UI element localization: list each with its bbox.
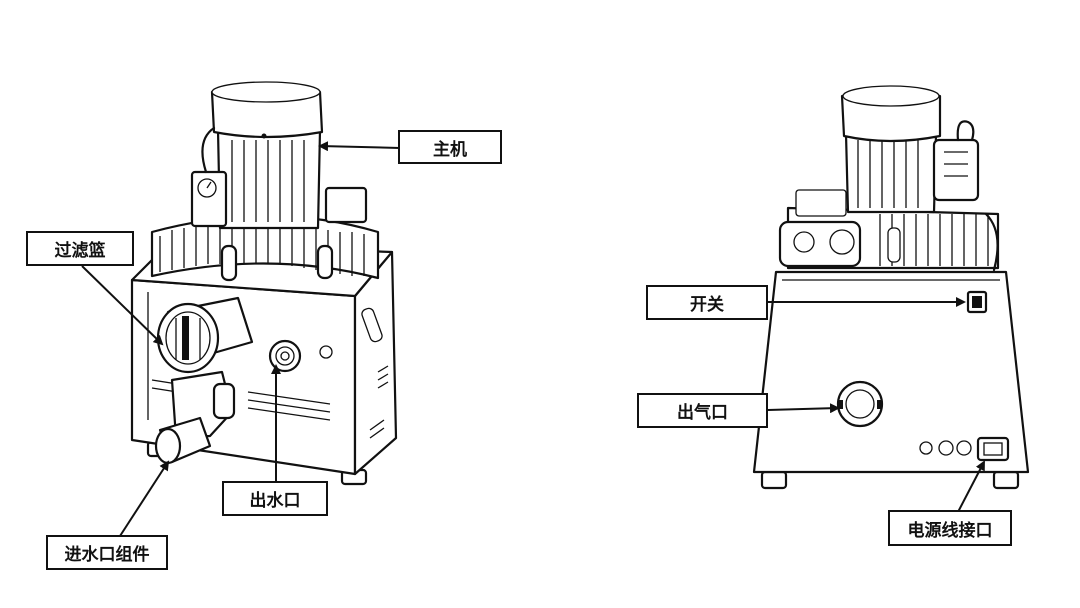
arrow-inlet (119, 460, 170, 537)
label-water-outlet: 出水口 (222, 481, 328, 516)
label-inlet-assembly-text: 进水口组件 (64, 545, 150, 565)
label-inlet-assembly: 进水口组件 (46, 535, 168, 570)
arrow-filter-basket (81, 265, 164, 346)
label-power-socket: 电源线接口 (888, 510, 1012, 546)
label-air-outlet: 出气口 (637, 393, 768, 428)
label-switch-text: 开关 (690, 295, 724, 315)
arrow-power-socket (957, 460, 985, 513)
arrow-air-outlet (767, 403, 840, 414)
label-filter-basket-text: 过滤篮 (54, 241, 106, 261)
rear-view-machine (752, 85, 1030, 490)
label-power-socket-text: 电源线接口 (907, 520, 993, 541)
foot-rear-left (760, 470, 788, 490)
motor-body (216, 128, 322, 230)
label-switch: 开关 (646, 285, 768, 320)
label-air-outlet-text: 出气口 (677, 403, 728, 423)
front-view-machine (130, 81, 398, 486)
inlet-nozzle (154, 427, 182, 465)
label-main-unit-text: 主机 (433, 139, 467, 160)
callout-arrows (81, 141, 985, 537)
arrow-main-unit (318, 141, 401, 152)
rear-motor-body (844, 132, 938, 214)
foot-rear-right (992, 470, 1020, 490)
label-water-outlet-text: 出水口 (249, 491, 301, 511)
junction-box (932, 138, 980, 202)
label-main-unit: 主机 (398, 130, 502, 164)
label-filter-basket: 过滤篮 (26, 231, 134, 266)
